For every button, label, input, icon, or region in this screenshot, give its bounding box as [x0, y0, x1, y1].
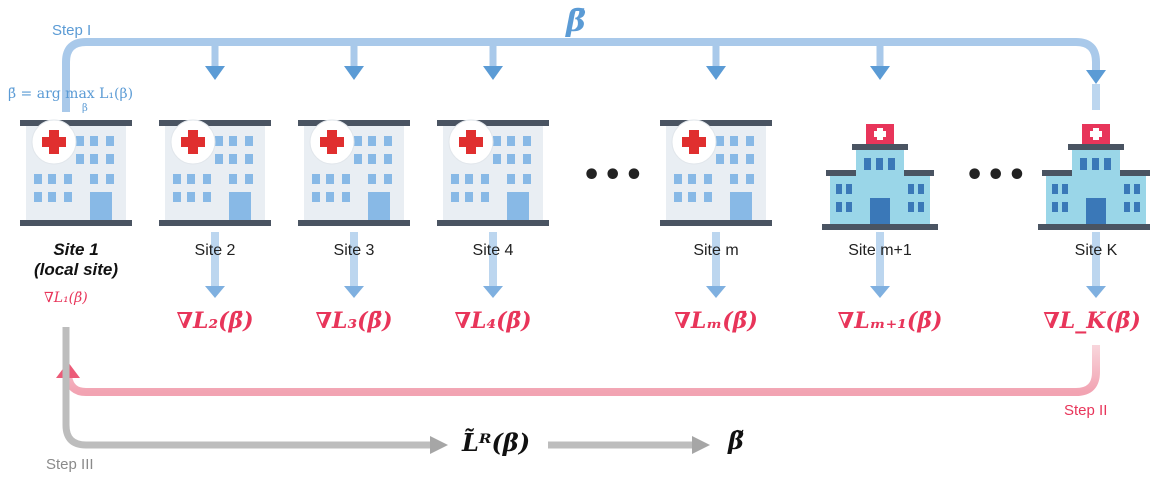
site-label: Site m [693, 242, 739, 259]
final-estimate: β̃ [728, 426, 744, 455]
broadcast-arrow [62, 38, 1106, 112]
site-gradient: ∇Lₘ(β̄) [674, 308, 758, 334]
ellipsis: ••• [582, 158, 646, 193]
local-gradient: ∇L₁(β̄) [44, 290, 88, 306]
hospital-icon [20, 119, 132, 226]
site-gradient: ∇Lₘ₊₁(β̄) [837, 308, 943, 334]
site-gradient: ∇L₄(β̄) [454, 308, 532, 334]
hospital-icon [1038, 124, 1150, 230]
local-site-tag: (local site) [33, 260, 119, 279]
local-site-name: Site 1 [53, 240, 99, 259]
site-label: Site 4 [472, 242, 514, 259]
argmax-subscript: β [82, 103, 88, 114]
hospital-icon [437, 119, 549, 226]
site-gradient: ∇L_K(β̄) [1043, 308, 1141, 334]
step-2-label: Step II [1064, 402, 1108, 419]
site-label: Site K [1074, 242, 1118, 259]
site-label: Site 2 [194, 242, 236, 259]
hospital-icon [660, 119, 772, 226]
site-label: Site m+1 [848, 242, 912, 259]
step-3-label: Step III [46, 456, 94, 473]
initial-estimate-formula: β̄ = arg max L₁(β) [8, 86, 134, 102]
aggregation-arrow [62, 327, 710, 454]
hospital-icon [822, 124, 938, 230]
surrogate-likelihood: L̃ᴿ(β) [462, 428, 531, 457]
site-gradient: ∇L₃(β̄) [315, 308, 393, 334]
site-gradient: ∇L₂(β̄) [176, 308, 254, 334]
step-1-label: Step I [52, 22, 92, 39]
gradient-arrows [205, 84, 1106, 298]
broadcast-estimate: β̄ [566, 4, 586, 39]
local-site-label: Site 1 (local site) [20, 240, 132, 280]
ellipsis: ••• [965, 158, 1029, 193]
return-arrow [56, 345, 1100, 396]
hospital-icon [298, 119, 410, 226]
site-label: Site 3 [333, 242, 375, 259]
hospital-icon [159, 119, 271, 226]
